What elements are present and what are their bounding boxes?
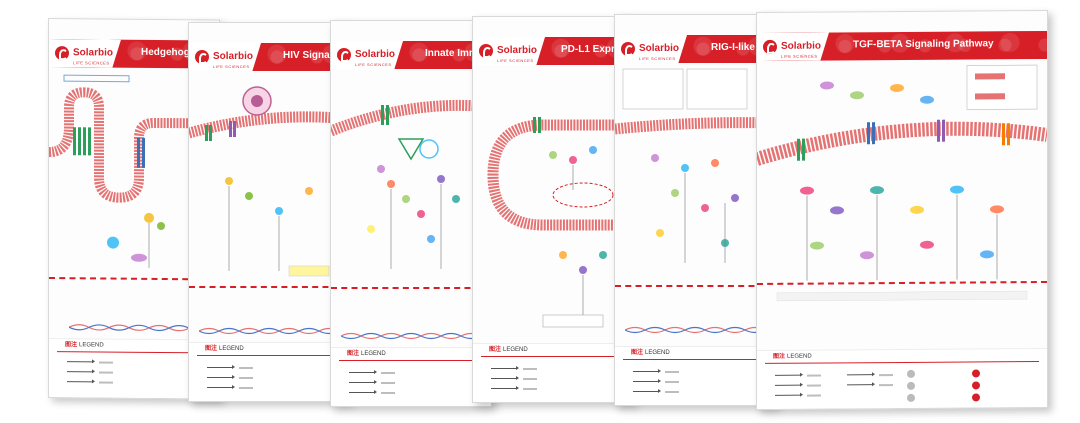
legend-arrow-icon <box>491 386 519 390</box>
legend-arrow-icon <box>349 390 377 394</box>
solarbio-logo-icon <box>621 42 635 56</box>
solarbio-logo-icon <box>195 50 209 64</box>
pathway-diagram <box>49 67 219 398</box>
logo-subtext: LIFE SCIENCES <box>639 55 676 61</box>
pathway-diagram <box>189 71 349 401</box>
web-icon <box>972 381 980 390</box>
legend-arrow-icon <box>775 394 801 396</box>
legend-arrow-icon <box>491 376 519 380</box>
solarbio-logo-icon <box>55 46 69 60</box>
dna-helix-graphic <box>69 324 210 332</box>
poster-title: RIG-I-like & N <box>711 42 775 53</box>
location-icon <box>972 393 980 402</box>
logo-subtext: LIFE SCIENCES <box>213 63 250 69</box>
poster-title: Innate Immune <box>425 48 492 59</box>
legend-arrow-icon <box>633 379 661 383</box>
pathway-diagram <box>473 65 633 402</box>
legend-arrow-icon <box>775 374 801 376</box>
legend-arrow-icon <box>67 371 93 373</box>
dna-helix-graphic <box>341 332 482 340</box>
logo-subtext: LIFE SCIENCES <box>355 61 392 67</box>
logo-subtext: LIFE SCIENCES <box>781 53 818 59</box>
nuclear-envelope <box>189 286 349 290</box>
logo-text: Solarbio <box>781 40 822 52</box>
legend-arrow-icon <box>775 384 801 386</box>
cell-membrane-graphic <box>615 68 775 263</box>
cell-membrane-graphic <box>757 64 1047 302</box>
logo-text: Solarbio <box>73 46 114 59</box>
poster-title: TGF-BETA Signaling Pathway <box>853 38 994 51</box>
solarbio-logo-icon <box>763 40 777 54</box>
dna-helix-graphic <box>625 326 766 334</box>
solarbio-logo-icon <box>337 48 351 62</box>
legend-arrow-icon <box>207 365 235 369</box>
logo-text: Solarbio <box>355 48 396 60</box>
legend-arrow-icon <box>847 374 873 376</box>
logo-subtext: LIFE SCIENCES <box>73 59 110 66</box>
legend-arrow-icon <box>633 389 661 393</box>
dna-helix-graphic <box>199 327 340 335</box>
cell-membrane-graphic <box>189 86 349 277</box>
logo-text: Solarbio <box>497 44 538 56</box>
legend-arrow-icon <box>349 380 377 384</box>
legend-arrow-icon <box>847 384 873 386</box>
logo-subtext: LIFE SCIENCES <box>497 57 534 63</box>
pathway-diagram <box>757 59 1047 409</box>
poster-title: HIV Signaling <box>283 50 348 61</box>
contact-icon <box>907 381 915 390</box>
legend-arrow-icon <box>491 366 519 370</box>
poster-title: PD-L1 Expression <box>561 44 633 55</box>
cell-membrane-graphic <box>49 74 219 268</box>
legend-arrow-icon <box>207 385 235 389</box>
contact-icon <box>907 369 915 378</box>
solarbio-logo-icon <box>479 44 493 58</box>
cell-membrane-graphic <box>487 117 633 328</box>
nuclear-envelope <box>331 287 491 291</box>
logo-text: Solarbio <box>639 42 680 54</box>
legend-arrow-icon <box>349 370 377 374</box>
nuclear-envelope <box>615 285 775 289</box>
legend-arrow-icon <box>67 381 93 383</box>
legend-arrow-icon <box>67 361 93 363</box>
logo-text: Solarbio <box>213 50 254 62</box>
legend-arrow-icon <box>633 369 661 373</box>
cell-membrane-graphic <box>331 99 491 269</box>
legend-arrow-icon <box>207 375 235 379</box>
contact-icon <box>907 393 915 402</box>
phone-icon <box>972 369 980 378</box>
